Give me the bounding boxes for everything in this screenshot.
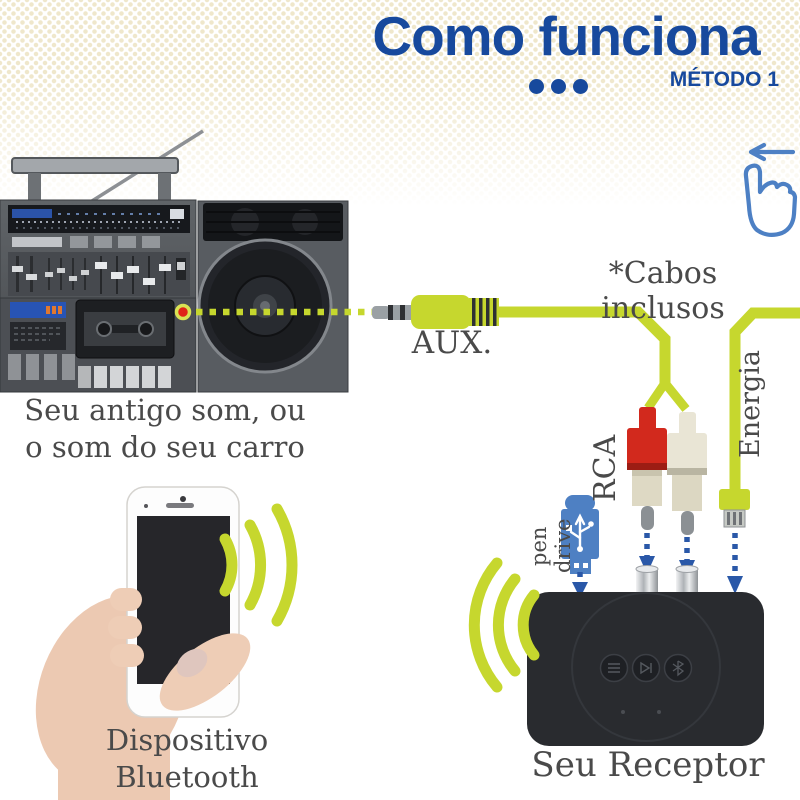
aux-to-rca-cable bbox=[497, 306, 671, 387]
pen-drive-icon bbox=[561, 495, 599, 574]
rca-plug-white-icon bbox=[667, 412, 707, 535]
boombox-handle bbox=[11, 157, 179, 205]
play-button-icon bbox=[631, 653, 661, 683]
energia-label: Energia bbox=[735, 350, 766, 458]
equalizer-sliders bbox=[8, 252, 190, 296]
usb-symbol-icon bbox=[566, 513, 594, 552]
rca-jack-right bbox=[675, 565, 699, 595]
receiver-illustration bbox=[468, 557, 764, 746]
phone-caption: Dispositivo Bluetooth bbox=[72, 722, 302, 796]
cables-included-note: *Cabos inclusos bbox=[601, 256, 725, 326]
energia-cable bbox=[729, 307, 800, 490]
pen-drive-label: pen drive bbox=[527, 518, 575, 574]
phone-signal-waves-icon bbox=[219, 503, 298, 627]
rca-label: RCA bbox=[588, 434, 623, 502]
swipe-left-hand-icon bbox=[743, 142, 798, 238]
hand-thumb bbox=[159, 633, 251, 711]
receiver-signal-waves-icon bbox=[468, 557, 540, 693]
rca-plug-red-icon bbox=[627, 407, 667, 530]
halftone-fade bbox=[0, 0, 800, 215]
button-row bbox=[12, 236, 160, 248]
tuner-panel bbox=[8, 205, 190, 233]
phone-caption-line2: Bluetooth bbox=[115, 760, 259, 794]
title-dots bbox=[529, 79, 588, 94]
phone-in-hand-illustration bbox=[35, 486, 298, 800]
receiver-caption: Seu Receptor bbox=[531, 745, 765, 785]
radio-caption-line1: Seu antigo som, ou bbox=[24, 393, 306, 427]
cassette-deck bbox=[0, 297, 197, 393]
method-label: MÉTODO 1 bbox=[669, 68, 779, 91]
radio-caption: Seu antigo som, ou o som do seu carro bbox=[5, 392, 325, 466]
aux-plug-icon bbox=[372, 295, 499, 329]
radio-caption-line2: o som do seu carro bbox=[25, 430, 305, 464]
aux-connection bbox=[174, 295, 690, 412]
power-cable bbox=[719, 307, 800, 528]
rca-cable-split bbox=[644, 380, 690, 412]
page-title: Como funciona bbox=[372, 5, 760, 67]
aux-label: AUX. bbox=[411, 325, 493, 361]
hand-wrist bbox=[58, 735, 170, 800]
phone-caption-line1: Dispositivo bbox=[105, 723, 269, 757]
receiver-buttons bbox=[599, 653, 693, 683]
speaker-cabinet bbox=[197, 200, 349, 393]
hand-fingers bbox=[108, 588, 144, 667]
rca-jack-left bbox=[635, 565, 659, 595]
usb-power-plug-icon bbox=[719, 489, 750, 528]
aux-port-dot bbox=[174, 303, 192, 321]
boombox-illustration bbox=[0, 129, 349, 393]
rca-plugs bbox=[627, 407, 707, 535]
